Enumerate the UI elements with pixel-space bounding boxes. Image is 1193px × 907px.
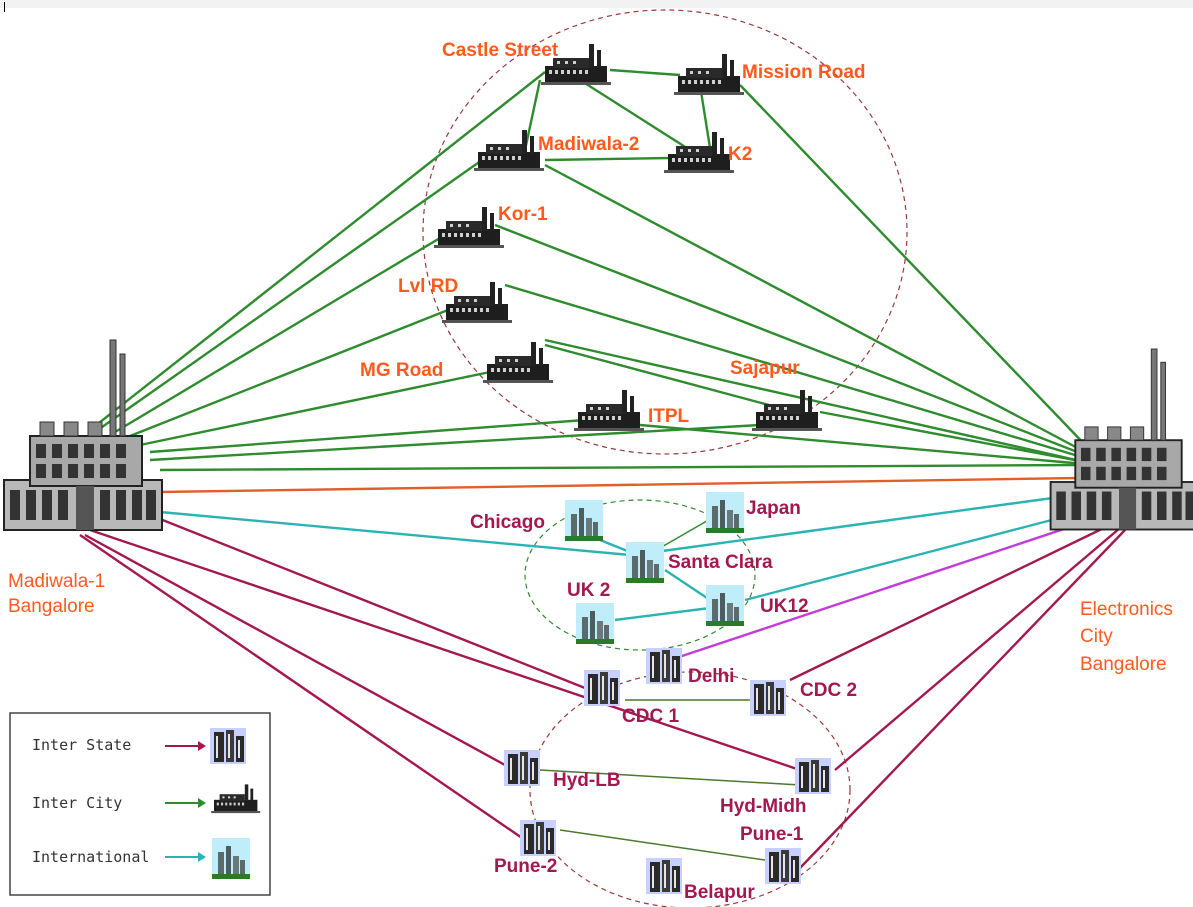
- hub-to-hub-link: [159, 476, 1081, 494]
- label-hyd-lb: Hyd-LB: [553, 770, 621, 791]
- label-castle-street: Castle Street: [442, 40, 559, 61]
- inter-state-links: [79, 513, 1126, 869]
- label-hub-left-line1: Madiwala-1: [8, 571, 105, 592]
- label-itpl: ITPL: [648, 406, 690, 427]
- label-madiwala-2: Madiwala-2: [538, 134, 639, 155]
- label-mg-road: MG Road: [360, 360, 443, 381]
- label-uk-2: UK 2: [567, 580, 610, 601]
- legend-inter-state-arrowhead: [198, 741, 206, 751]
- city-icon-chicago[interactable]: [565, 500, 603, 541]
- label-cdc-1: CDC 1: [622, 706, 679, 727]
- label-belapur: Belapur: [684, 882, 755, 903]
- label-chicago: Chicago: [470, 512, 545, 533]
- label-hub-right-line1: Electronics: [1080, 599, 1173, 620]
- label-hyd-midh: Hyd-Midh: [720, 796, 807, 817]
- inter-state-link-delhi: [669, 520, 1086, 662]
- city-icon-santa-clara[interactable]: [626, 542, 664, 583]
- factory-icon-kor-1[interactable]: [434, 207, 504, 248]
- label-hub-right-line3: Bangalore: [1080, 654, 1167, 675]
- legend-international-icon: [212, 838, 250, 879]
- factory-icon-k2[interactable]: [664, 132, 734, 173]
- building-icon-delhi[interactable]: [646, 648, 682, 684]
- label-sajapur: Sajapur: [730, 358, 800, 379]
- label-lvl-rd: Lvl RD: [398, 276, 458, 297]
- international-link-japan: [659, 517, 713, 549]
- city-icon-uk-2[interactable]: [576, 603, 614, 644]
- label-hub-left-line2: Bangalore: [8, 596, 95, 617]
- label-japan: Japan: [746, 498, 801, 519]
- label-mission-road: Mission Road: [742, 62, 866, 83]
- city-icon-japan[interactable]: [706, 492, 744, 533]
- cursor-mark: [4, 2, 5, 12]
- legend-inter-state-icon: [210, 728, 246, 764]
- label-k2: K2: [728, 144, 752, 165]
- label-cdc-2: CDC 2: [800, 680, 857, 701]
- legend-inter-city-label: Inter City: [32, 794, 122, 812]
- building-icon-hyd-lb[interactable]: [504, 750, 540, 786]
- building-icon-hyd-midh[interactable]: [795, 758, 831, 794]
- inter-city-region: [422, 9, 908, 455]
- legend: Inter State Inter City International: [9, 712, 271, 896]
- legend-international-label: International: [32, 848, 149, 866]
- legend-international-arrowhead: [198, 852, 206, 862]
- factory-icon-itpl[interactable]: [574, 390, 644, 431]
- international-region: [524, 499, 756, 651]
- inter-state-region: [529, 671, 851, 907]
- label-santa-clara: Santa Clara: [668, 552, 773, 573]
- building-icon-belapur[interactable]: [646, 858, 682, 894]
- label-pune-1: Pune-1: [740, 824, 804, 845]
- label-hub-right-line2: City: [1080, 626, 1113, 647]
- factory-icon-mission-road[interactable]: [674, 54, 744, 95]
- hub-electronics-city-building[interactable]: [1049, 348, 1193, 531]
- building-icon-cdc-2[interactable]: [750, 680, 786, 716]
- legend-inter-state-label: Inter State: [32, 736, 131, 754]
- top-toolbar-strip: [0, 0, 1193, 12]
- hub-madiwala-1-building[interactable]: [3, 339, 163, 531]
- factory-icon-sajapur[interactable]: [752, 390, 822, 431]
- city-icon-uk12[interactable]: [706, 585, 744, 626]
- factory-icon-madiwala-2[interactable]: [474, 130, 544, 171]
- label-uk12: UK12: [760, 596, 809, 617]
- legend-inter-city-arrowhead: [198, 798, 206, 808]
- label-pune-2: Pune-2: [494, 856, 557, 877]
- building-icon-pune-1[interactable]: [765, 848, 801, 884]
- inter-city-links: [89, 68, 1091, 472]
- label-delhi: Delhi: [688, 666, 734, 687]
- building-icon-pune-2[interactable]: [520, 820, 556, 856]
- building-icon-cdc-1[interactable]: [584, 670, 620, 706]
- inter-state-local-links: [539, 699, 801, 861]
- factory-icon-mg-road[interactable]: [483, 342, 553, 383]
- label-kor-1: Kor-1: [498, 204, 548, 225]
